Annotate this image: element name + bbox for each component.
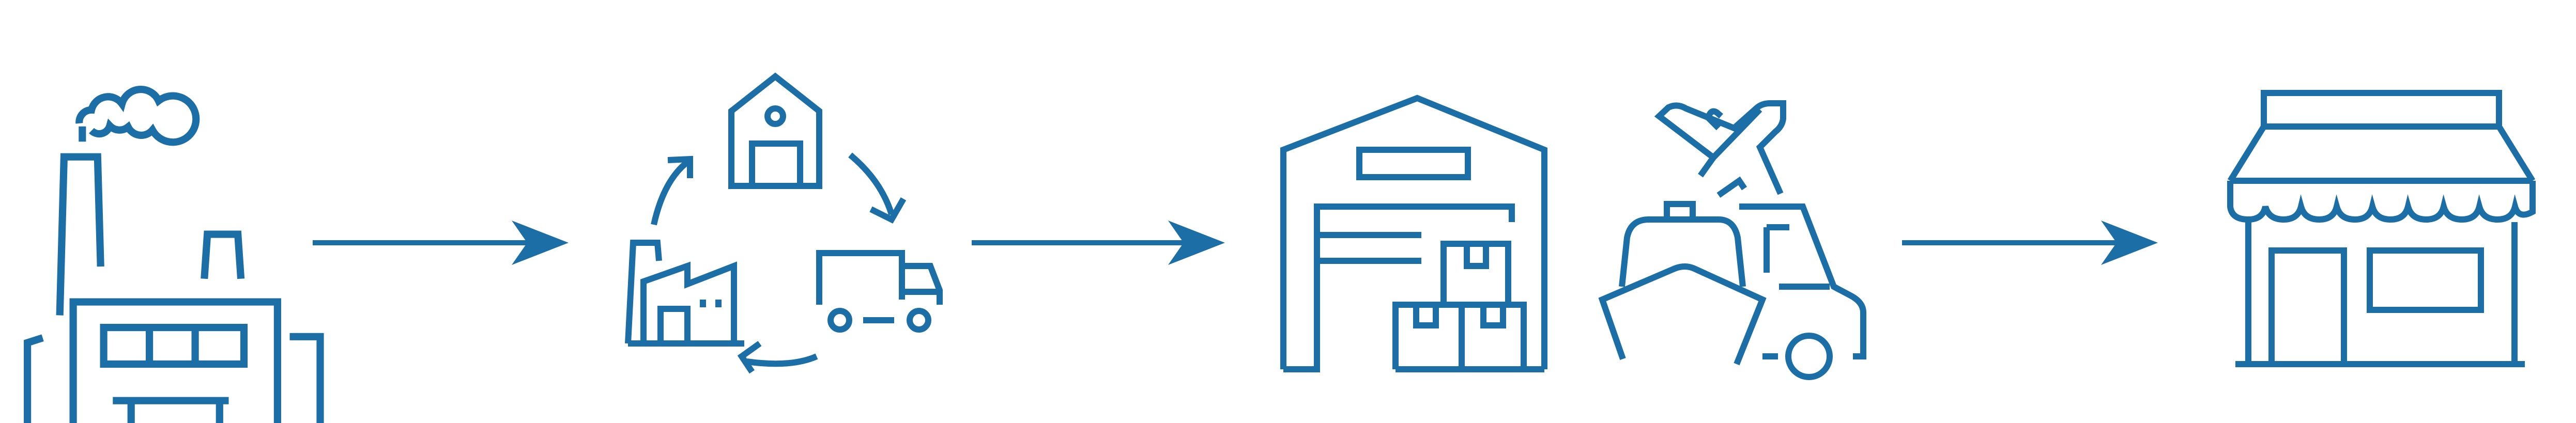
flow-arrow-2: [972, 221, 1225, 265]
retail-store-icon: [2227, 90, 2536, 367]
warehouse-icon: [1280, 95, 1547, 372]
production-cycle-icon: [625, 72, 943, 374]
factory-icon: [24, 86, 324, 423]
flow-arrow-3: [1902, 221, 2158, 265]
flow-arrow-1: [313, 221, 569, 265]
logistics-transport-icon: [1598, 100, 1866, 380]
